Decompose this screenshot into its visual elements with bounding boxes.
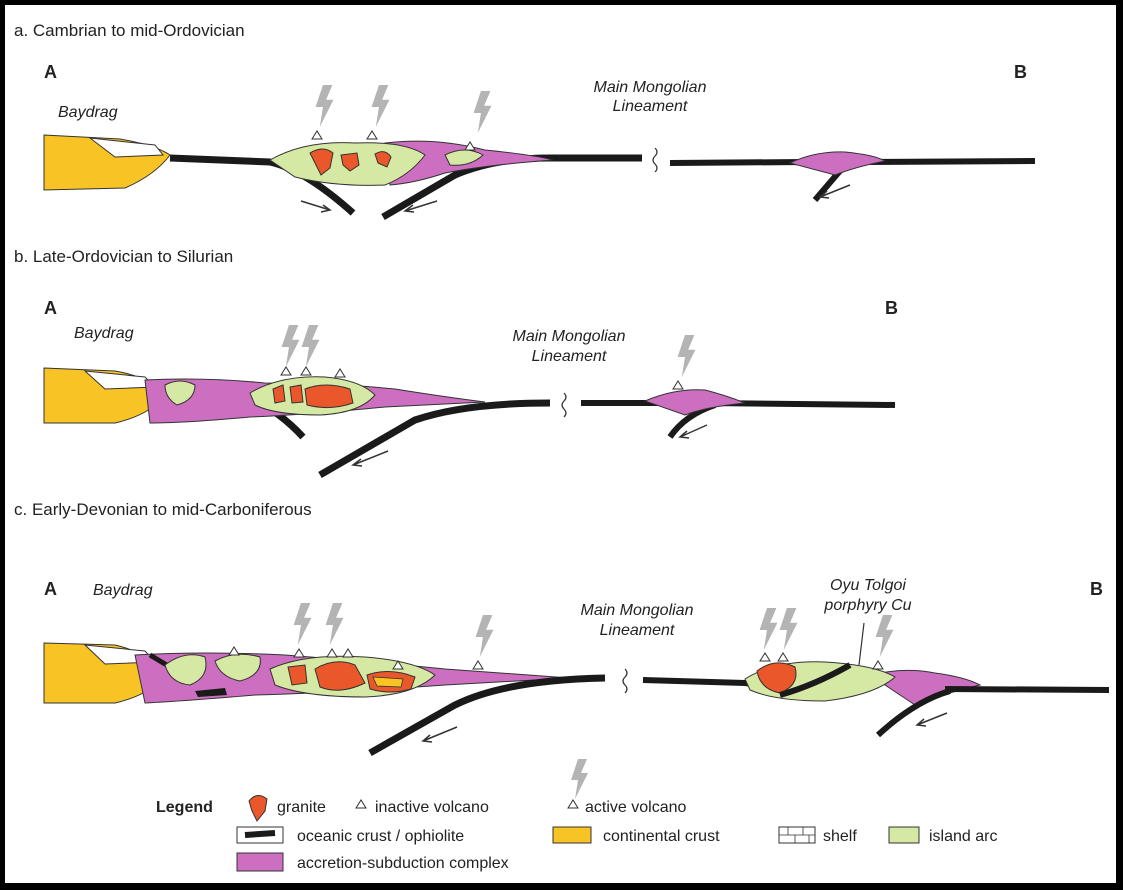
panel-c-lightning-icon-1 xyxy=(294,603,312,645)
panel-b-volcano-4 xyxy=(673,381,683,389)
legend: Legend granite inactive volcano active v… xyxy=(156,759,997,872)
panel-c-deposit-line1: Oyu Tolgoi xyxy=(830,577,906,594)
panel-c-deposit-line2: porphyry Cu xyxy=(823,597,911,614)
legend-granite-label: granite xyxy=(277,799,326,816)
panel-c-volcano-8 xyxy=(778,653,788,661)
panel-b-volcano-1 xyxy=(281,367,291,375)
panel-b-lineament-line1: Main Mongolian xyxy=(513,328,626,345)
panel-c-volcano-1 xyxy=(229,647,239,655)
panel-a-lineament-line1: Main Mongolian xyxy=(594,79,707,96)
panel-c-volcano-3 xyxy=(327,649,337,657)
panel-c-lineament-break xyxy=(623,669,627,693)
panel-c-lightning-icon-6 xyxy=(876,615,894,657)
panel-b: b. Late-Ordovician to Silurian A B Baydr… xyxy=(14,247,898,475)
legend-inactive-volcano-swatch xyxy=(356,800,366,808)
panel-c-volcano-6 xyxy=(473,661,483,669)
panel-a-baydrag-label: Baydrag xyxy=(58,104,118,121)
legend-active-volcano-swatch xyxy=(568,800,578,808)
panel-a-label-b: B xyxy=(1014,62,1027,82)
panel-a-lightning-icon-1 xyxy=(316,85,334,127)
panel-a-lineament-line2: Lineament xyxy=(613,98,688,115)
panel-b-granite-2 xyxy=(290,385,303,403)
panel-b-lineament-line2: Lineament xyxy=(532,348,607,365)
panel-c-title: c. Early-Devonian to mid-Carboniferous xyxy=(14,500,312,519)
panel-b-lightning-icon-2 xyxy=(302,325,320,367)
panel-c-lightning-icon-4 xyxy=(760,608,778,650)
legend-granite-swatch xyxy=(249,795,267,821)
panel-b-lightning-icon-3 xyxy=(678,335,696,377)
legend-oceanic-crust-bar xyxy=(245,833,275,835)
panel-a-lightning-icon-2 xyxy=(372,85,390,127)
panel-c-arrow-1 xyxy=(423,727,457,742)
panel-b-baydrag-label: Baydrag xyxy=(74,325,134,342)
panel-b-granite-3 xyxy=(305,385,353,408)
panel-b-label-a: A xyxy=(44,298,57,318)
legend-continental-crust-swatch xyxy=(553,827,591,843)
panel-a-volcano-1 xyxy=(312,131,322,139)
panel-c-volcano-7 xyxy=(760,653,770,661)
panel-a-lineament-break xyxy=(653,148,657,172)
panel-c-lightning-icon-5 xyxy=(780,608,798,650)
panel-c-deposit-pointer xyxy=(859,623,864,665)
panel-b-accretion-complex-east xyxy=(645,390,745,415)
panel-c-baydrag-label: Baydrag xyxy=(93,582,153,599)
legend-lightning-icon xyxy=(571,759,588,799)
legend-shelf-label: shelf xyxy=(823,828,857,845)
panel-c-granite-1 xyxy=(288,665,307,685)
panel-c-volcano-9 xyxy=(873,661,883,669)
panel-a-label-a: A xyxy=(44,62,57,82)
legend-continental-crust-label: continental crust xyxy=(603,828,720,845)
panel-c-arrow-2 xyxy=(917,713,947,726)
tectonic-diagram: a. Cambrian to mid-Ordovician A B Baydra… xyxy=(5,5,1116,883)
legend-island-arc-swatch xyxy=(889,827,919,843)
legend-accretion-swatch xyxy=(237,853,283,871)
panel-a-arrow-1 xyxy=(301,201,330,212)
panel-c-label-a: A xyxy=(44,579,57,599)
panel-a-accretion-complex-east xyxy=(790,152,885,175)
legend-island-arc-label: island arc xyxy=(929,828,997,845)
panel-b-arrow-2 xyxy=(680,425,707,438)
panel-c-volcano-4 xyxy=(343,649,353,657)
legend-oceanic-crust-label: oceanic crust / ophiolite xyxy=(297,828,464,845)
panel-b-lineament-break xyxy=(562,393,566,417)
panel-b-label-b: B xyxy=(885,298,898,318)
panel-c-oceanic-crust-east xyxy=(945,689,1109,690)
panel-c-label-b: B xyxy=(1090,579,1103,599)
diagram-frame: a. Cambrian to mid-Ordovician A B Baydra… xyxy=(5,5,1116,883)
panel-a-volcano-2 xyxy=(367,131,377,139)
legend-active-volcano-label: active volcano xyxy=(585,799,686,816)
panel-b-volcano-2 xyxy=(301,367,311,375)
panel-b-lightning-icon-1 xyxy=(282,325,300,367)
legend-accretion-label: accretion-subduction complex xyxy=(297,855,509,872)
panel-c: c. Early-Devonian to mid-Carboniferous A… xyxy=(14,500,1109,753)
panel-b-volcano-3 xyxy=(335,369,345,377)
panel-c-volcano-2 xyxy=(294,649,304,657)
legend-heading: Legend xyxy=(156,799,213,816)
panel-a-lightning-icon-3 xyxy=(474,91,492,133)
panel-c-lightning-icon-3 xyxy=(476,615,494,657)
panel-a-title: a. Cambrian to mid-Ordovician xyxy=(14,21,245,40)
panel-c-lightning-icon-2 xyxy=(326,603,344,645)
panel-a: a. Cambrian to mid-Ordovician A B Baydra… xyxy=(14,21,1035,217)
legend-inactive-volcano-label: inactive volcano xyxy=(375,799,489,816)
panel-c-lineament-line1: Main Mongolian xyxy=(581,602,694,619)
panel-c-granite-inclusion xyxy=(373,677,403,687)
panel-b-title: b. Late-Ordovician to Silurian xyxy=(14,247,233,266)
panel-c-lineament-line2: Lineament xyxy=(600,622,675,639)
